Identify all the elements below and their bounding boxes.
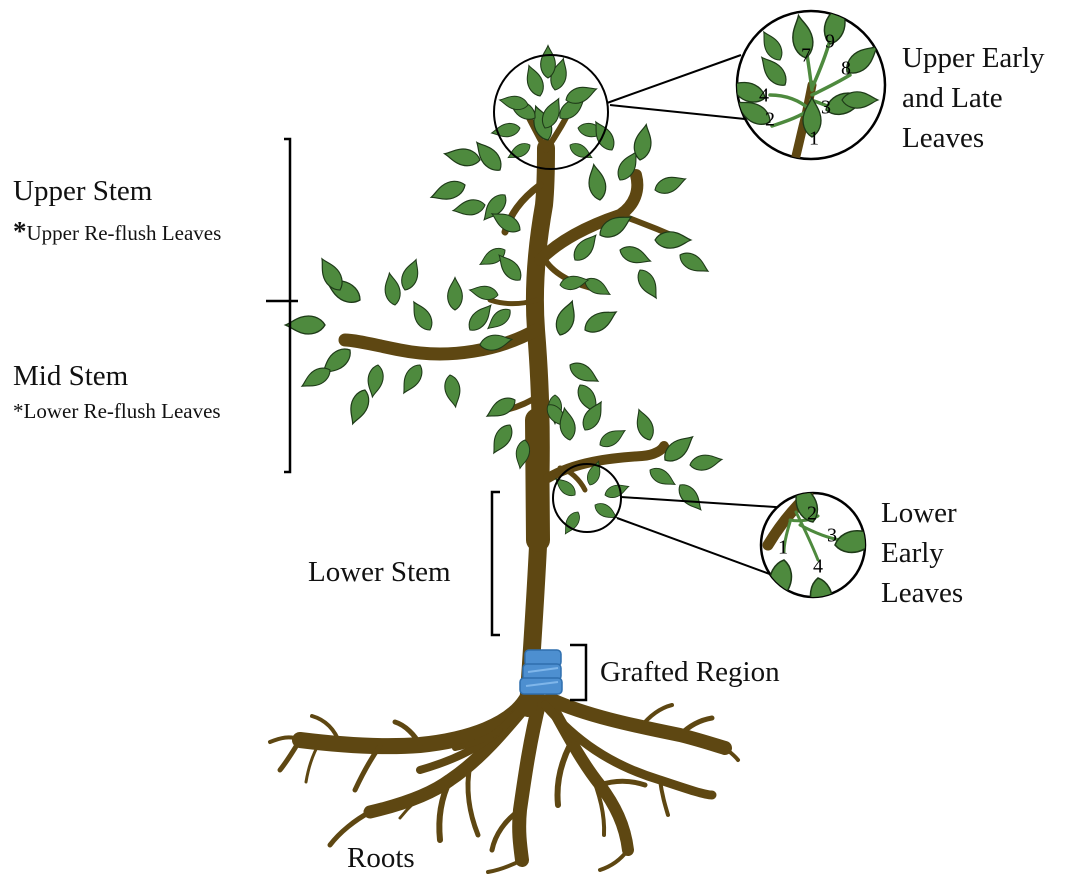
upper-early-late-label-line1: Upper Early: [902, 44, 1045, 73]
leaf-number: 1: [809, 128, 819, 150]
lower-callout-circle: [553, 464, 621, 532]
leaf: [567, 140, 595, 162]
leaf: [655, 232, 691, 248]
upper-stem-label: Upper Stem: [13, 177, 152, 206]
upper-mid-stem-bracket: [266, 139, 298, 472]
leaf-number: 3: [821, 97, 831, 119]
leaf-number: 3: [827, 525, 837, 547]
leaf: [597, 425, 628, 451]
leaf: [397, 361, 426, 396]
leaf: [428, 177, 467, 205]
leaf: [586, 163, 608, 201]
asterisk: *: [13, 216, 27, 246]
upper-reflush-label: *Upper Re-flush Leaves: [13, 218, 221, 245]
leaf: [407, 298, 436, 333]
leaf: [448, 278, 463, 310]
leaf: [285, 316, 325, 334]
leaf: [634, 266, 663, 301]
lower-early-label-line2: Early: [881, 539, 944, 568]
leaf-number: 9: [825, 31, 835, 53]
upper-early-late-label-line2: and Late: [902, 84, 1003, 113]
upper-reflush-text: Upper Re-flush Leaves: [27, 221, 222, 245]
lower-reflush-text: Lower Re-flush Leaves: [24, 399, 221, 423]
leaf-number: 2: [807, 503, 817, 525]
leaf: [592, 500, 620, 522]
mid-stem-label: Mid Stem: [13, 362, 128, 391]
leaf: [541, 46, 556, 78]
leaf: [652, 172, 687, 197]
leaf: [647, 464, 678, 490]
leaf: [689, 452, 723, 472]
tree-leaves: [285, 46, 723, 537]
leaf: [674, 480, 706, 514]
lower-reflush-label: *Lower Re-flush Leaves: [13, 401, 221, 422]
grafted-region-bracket: [570, 645, 586, 700]
leaf: [464, 300, 496, 334]
lower-stem-bracket: [492, 492, 500, 635]
leaf: [617, 243, 652, 268]
lower-stem-label: Lower Stem: [308, 558, 451, 587]
leaf: [345, 387, 373, 426]
leaf-number: 2: [765, 109, 775, 131]
leaf-number: 8: [841, 58, 851, 80]
leaf: [469, 284, 500, 302]
leaf: [365, 364, 385, 398]
grafted-region-label: Grafted Region: [600, 658, 780, 687]
leaf: [581, 305, 620, 337]
lower-early-label-line3: Leaves: [881, 579, 963, 608]
upper-inset: 1 2 3 4 7 8 9: [725, 0, 885, 160]
leaf: [443, 146, 481, 168]
leaf: [676, 249, 711, 278]
graft-band: [520, 650, 562, 694]
leaf: [452, 198, 486, 218]
upper-early-late-label-line3: Leaves: [902, 124, 984, 153]
leaf: [552, 298, 580, 337]
leaf-number: 4: [759, 85, 769, 107]
leaf-number: 4: [813, 556, 823, 578]
root-system: [270, 700, 738, 872]
leaf: [398, 257, 423, 292]
roots-label: Roots: [347, 844, 415, 873]
leaf: [443, 374, 463, 408]
lower-inset: 1 2 3 4: [761, 478, 883, 626]
leaf: [382, 272, 402, 306]
leaf-number: 1: [778, 537, 788, 559]
leaf: [566, 359, 601, 388]
asterisk: *: [13, 399, 24, 423]
lower-early-label-line1: Lower: [881, 499, 957, 528]
leaf: [487, 421, 516, 456]
leaf: [632, 407, 657, 442]
leaf-number: 7: [801, 45, 811, 67]
